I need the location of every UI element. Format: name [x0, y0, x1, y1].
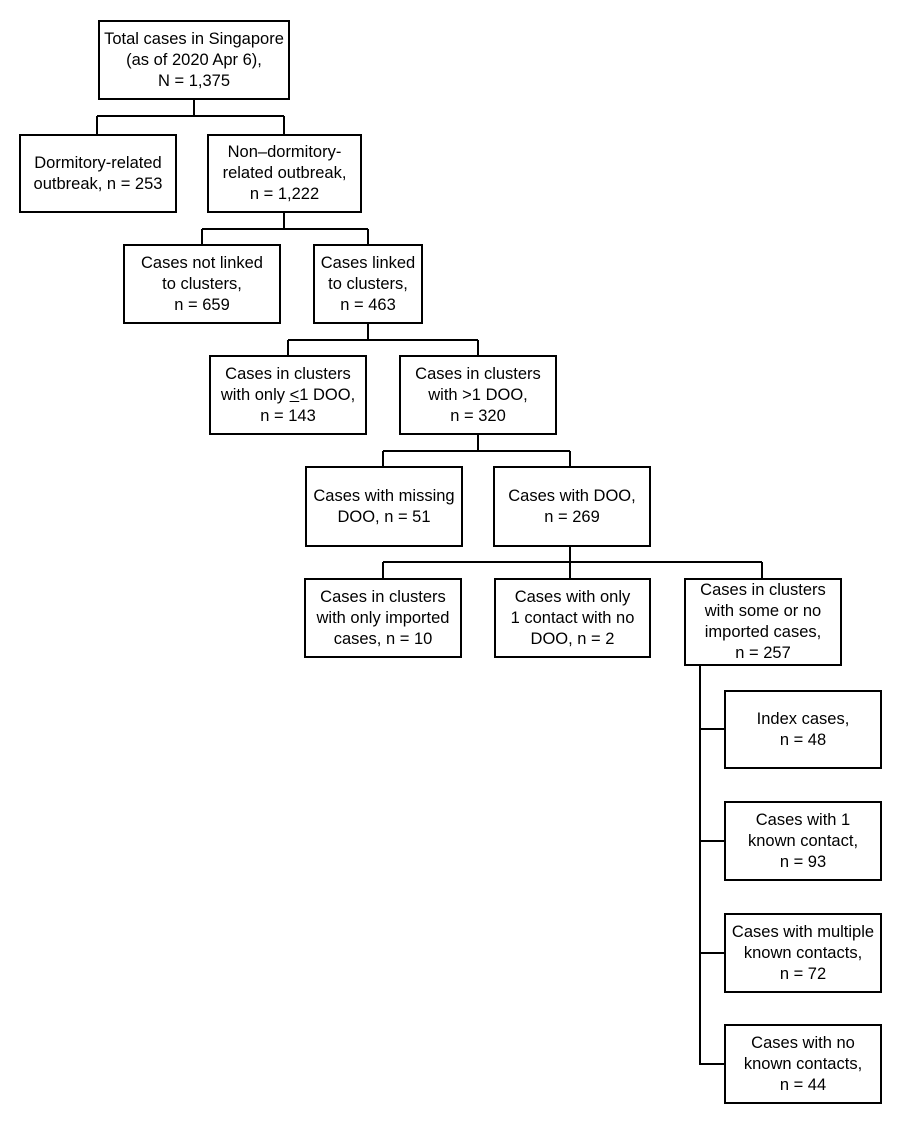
one-contact-box: Cases with only 1 contact with no DOO, n… — [494, 578, 651, 658]
some-imported-box: Cases in clusters with some or no import… — [684, 578, 842, 666]
index-cases-line-1: Index cases, — [756, 709, 850, 728]
le1-doo-line-2: with only <1 DOO, — [221, 385, 355, 406]
index-cases-box: Index cases, n = 48 — [724, 690, 882, 769]
multiple-known-contacts-line-3: n = 72 — [779, 964, 827, 983]
gt1-doo-box: Cases in clusters with >1 DOO, n = 320 — [399, 355, 557, 435]
multiple-known-contacts-box: Cases with multiple known contacts, n = … — [724, 913, 882, 993]
total-cases-box: Total cases in Singapore (as of 2020 Apr… — [98, 20, 290, 100]
some-imported-line-4: n = 257 — [735, 644, 791, 662]
one-known-contact-box: Cases with 1 known contact, n = 93 — [724, 801, 882, 881]
linked-line-3: n = 463 — [340, 295, 396, 314]
no-known-contacts-line-3: n = 44 — [779, 1075, 827, 1094]
total-cases-line-3: N = 1,375 — [157, 71, 230, 90]
with-doo-line-1: Cases with DOO, — [508, 486, 636, 505]
non-dormitory-outbreak-line-1: Non–dormitory- — [227, 143, 342, 161]
only-imported-line-1: Cases in clusters — [320, 587, 446, 606]
not-linked-line-3: n = 659 — [174, 295, 230, 314]
linked-line-1: Cases linked — [320, 253, 416, 272]
missing-doo-box: Cases with missing DOO, n = 51 — [305, 466, 463, 547]
no-known-contacts-line-2: known contacts, — [743, 1054, 863, 1073]
with-doo-box: Cases with DOO, n = 269 — [493, 466, 651, 547]
multiple-known-contacts-line-1: Cases with multiple — [731, 922, 875, 941]
le1-doo-line-2-pre: with only — [220, 385, 290, 404]
le1-doo-line-1: Cases in clusters — [225, 364, 351, 383]
dormitory-outbreak-box: Dormitory-related outbreak, n = 253 — [19, 134, 177, 213]
index-cases-line-2: n = 48 — [779, 730, 827, 749]
missing-doo-line-2: DOO, n = 51 — [337, 507, 431, 526]
dormitory-outbreak-line-2: outbreak, n = 253 — [33, 174, 163, 193]
non-dormitory-outbreak-box: Non–dormitory- related outbreak, n = 1,2… — [207, 134, 362, 213]
less-or-equal-symbol: < — [289, 385, 300, 404]
le1-doo-box: Cases in clusters with only <1 DOO, n = … — [209, 355, 367, 435]
le1-doo-line-2-post: 1 DOO, — [299, 385, 356, 404]
one-contact-line-3: DOO, n = 2 — [530, 629, 615, 648]
no-known-contacts-box: Cases with no known contacts, n = 44 — [724, 1024, 882, 1104]
one-known-contact-line-2: known contact, — [747, 831, 859, 850]
total-cases-line-1: Total cases in Singapore — [104, 29, 284, 48]
missing-doo-line-1: Cases with missing — [313, 486, 455, 505]
not-linked-line-2: to clusters, — [162, 274, 242, 293]
some-imported-line-3: imported cases, — [704, 623, 822, 641]
non-dormitory-outbreak-line-2: related outbreak, — [222, 164, 347, 182]
with-doo-line-2: n = 269 — [544, 507, 600, 526]
gt1-doo-line-2: with >1 DOO, — [428, 385, 528, 404]
gt1-doo-line-3: n = 320 — [450, 406, 506, 425]
non-dormitory-outbreak-line-3: n = 1,222 — [249, 185, 320, 203]
no-known-contacts-line-1: Cases with no — [751, 1033, 855, 1052]
le1-doo-line-3: n = 143 — [260, 406, 316, 425]
one-known-contact-line-3: n = 93 — [779, 852, 827, 871]
linked-line-2: to clusters, — [328, 274, 408, 293]
only-imported-line-3: cases, n = 10 — [333, 629, 433, 648]
dormitory-outbreak-line-1: Dormitory-related — [34, 153, 162, 172]
total-cases-line-2: (as of 2020 Apr 6), — [126, 50, 262, 69]
one-contact-line-1: Cases with only — [514, 587, 631, 606]
not-linked-box: Cases not linked to clusters, n = 659 — [123, 244, 281, 324]
some-imported-line-1: Cases in clusters — [700, 581, 826, 599]
only-imported-box: Cases in clusters with only imported cas… — [304, 578, 462, 658]
some-imported-line-2: with some or no — [704, 602, 822, 620]
one-known-contact-line-1: Cases with 1 — [755, 810, 851, 829]
one-contact-line-2: 1 contact with no — [510, 608, 635, 627]
not-linked-line-1: Cases not linked — [141, 253, 263, 272]
gt1-doo-line-1: Cases in clusters — [415, 364, 541, 383]
multiple-known-contacts-line-2: known contacts, — [743, 943, 863, 962]
only-imported-line-2: with only imported — [316, 608, 450, 627]
linked-box: Cases linked to clusters, n = 463 — [313, 244, 423, 324]
